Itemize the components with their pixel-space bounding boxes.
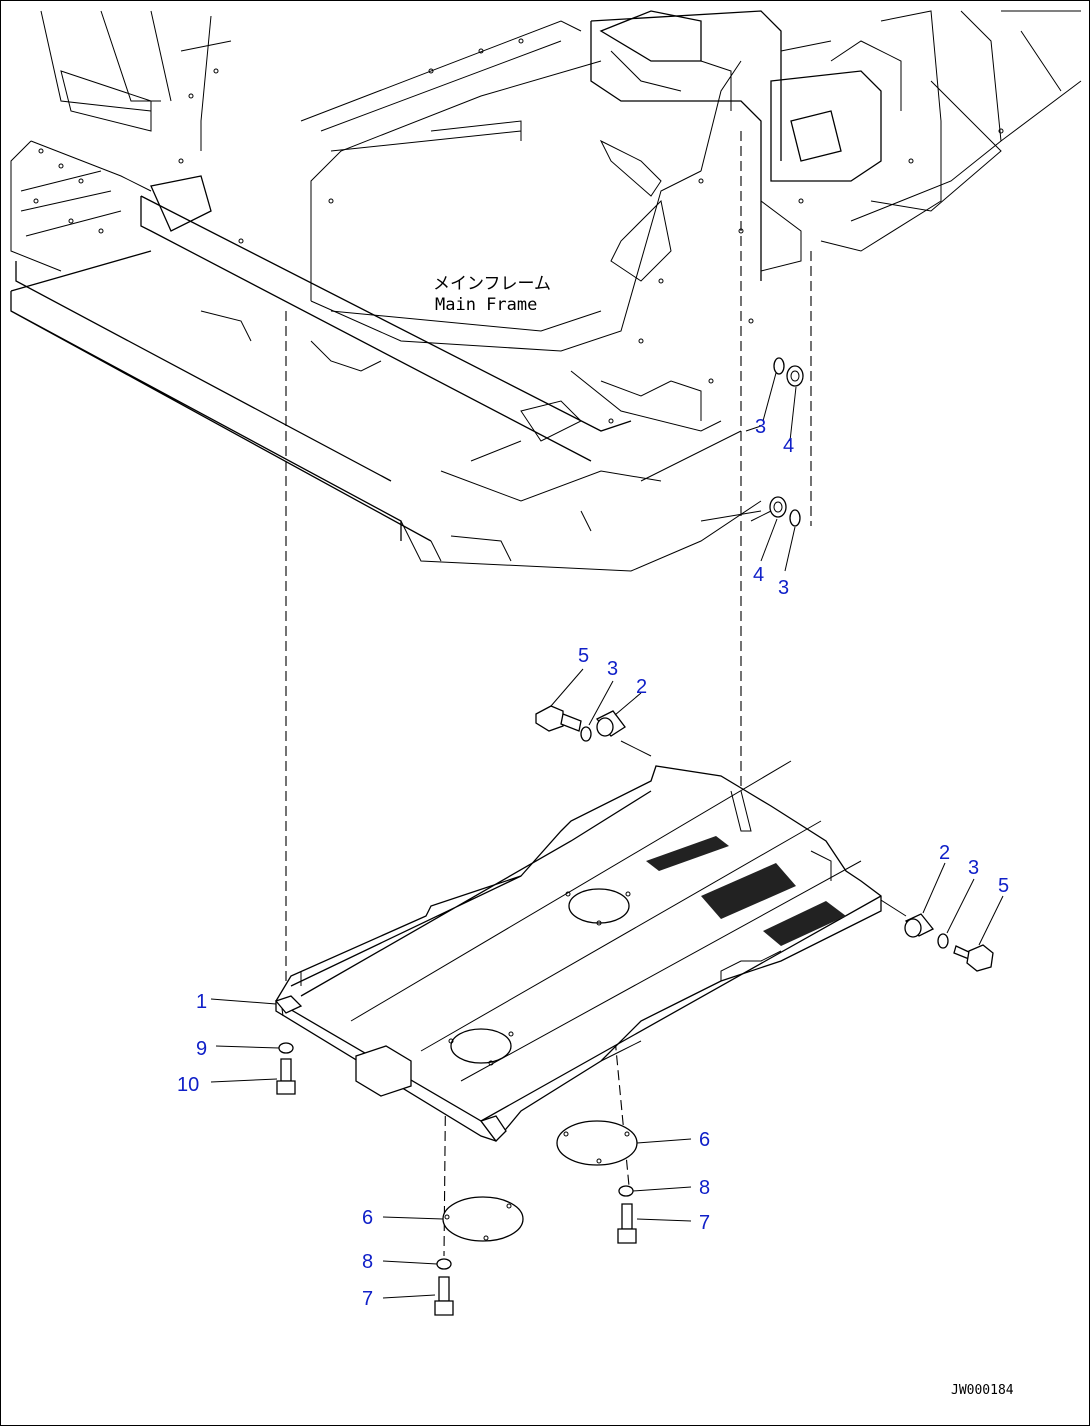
callout-3: 3 bbox=[968, 857, 979, 879]
bolt-5-upper bbox=[535, 705, 564, 732]
callout-2: 2 bbox=[939, 842, 950, 864]
bolt-7-left bbox=[438, 1276, 450, 1302]
frame-fasteners bbox=[769, 357, 804, 527]
washer-3-side-upper bbox=[580, 726, 592, 742]
callout-5: 5 bbox=[998, 875, 1009, 897]
leader-lines bbox=[210, 372, 1004, 1299]
washer-8-right bbox=[618, 1185, 634, 1197]
side-fasteners bbox=[535, 705, 994, 972]
callout-4: 4 bbox=[783, 435, 794, 457]
callout-9: 9 bbox=[196, 1038, 207, 1060]
washer-3-side-right bbox=[937, 933, 949, 949]
vent-grille-2 bbox=[701, 863, 796, 919]
callout-10: 10 bbox=[177, 1074, 199, 1096]
main-frame-drawing: メインフレーム Main Frame bbox=[10, 10, 1082, 572]
hole-cover-6-right bbox=[556, 1120, 638, 1166]
vent-grille-1 bbox=[646, 836, 729, 871]
cover-hole-upper bbox=[568, 888, 630, 924]
washer-3-upper bbox=[773, 357, 785, 375]
bottom-fasteners bbox=[276, 1042, 638, 1316]
callout-6: 6 bbox=[362, 1207, 373, 1229]
bolt-10 bbox=[280, 1058, 292, 1082]
bolt-7-right bbox=[621, 1203, 633, 1230]
cover-hole-lower bbox=[450, 1028, 512, 1064]
callout-7: 7 bbox=[362, 1288, 373, 1310]
hole-cover-6-left bbox=[442, 1196, 524, 1242]
callout-3: 3 bbox=[607, 658, 618, 680]
vent-grille-3 bbox=[763, 901, 846, 946]
callout-6: 6 bbox=[699, 1129, 710, 1151]
nut-4-lower bbox=[769, 496, 787, 518]
under-cover-panel bbox=[274, 760, 882, 1142]
callout-5: 5 bbox=[578, 645, 589, 667]
main-frame-label-jp: メインフレーム bbox=[433, 274, 551, 294]
washer-3-lower bbox=[789, 509, 801, 527]
callout-numbers: 3 4 4 3 5 3 2 2 3 5 1 9 10 6 8 7 6 8 7 bbox=[177, 416, 1009, 1310]
callout-7: 7 bbox=[699, 1212, 710, 1234]
callout-2: 2 bbox=[636, 676, 647, 698]
washer-9 bbox=[278, 1042, 294, 1054]
main-frame-label-en: Main Frame bbox=[435, 295, 537, 315]
callout-8: 8 bbox=[699, 1177, 710, 1199]
callout-3: 3 bbox=[778, 577, 789, 599]
cover-bracket bbox=[355, 1045, 412, 1097]
nut-4-upper bbox=[786, 365, 804, 387]
callout-1: 1 bbox=[196, 991, 207, 1013]
drawing-code: JW000184 bbox=[951, 1383, 1014, 1398]
washer-8-left bbox=[436, 1258, 452, 1270]
callout-8: 8 bbox=[362, 1251, 373, 1273]
callout-3: 3 bbox=[755, 416, 766, 438]
callout-4: 4 bbox=[753, 564, 764, 586]
